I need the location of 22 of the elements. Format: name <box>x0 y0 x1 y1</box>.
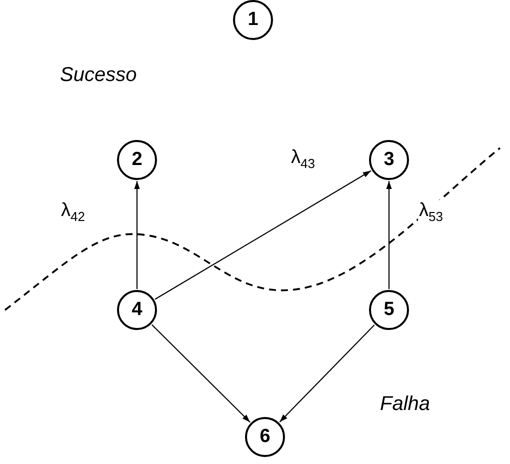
arrow <box>134 181 140 289</box>
region-label: Sucesso <box>60 64 137 87</box>
state-circle <box>117 140 157 180</box>
state-number: 6 <box>260 426 270 448</box>
state-number: 2 <box>132 149 142 171</box>
state-circle <box>369 140 409 180</box>
edge-label: λ$_{53}$ <box>418 200 444 224</box>
state-circle <box>245 417 285 457</box>
arrow <box>279 324 375 422</box>
edge-label: λ$_{42}$ <box>60 200 86 224</box>
state-number: 5 <box>384 299 394 321</box>
state-circle <box>369 290 409 330</box>
state-number: 4 <box>132 299 142 321</box>
state-circle <box>233 0 273 40</box>
arrow <box>154 170 372 300</box>
state-number: 1 <box>248 9 258 31</box>
arrow <box>152 324 250 423</box>
edge-label: λ$_{43}$ <box>290 147 316 171</box>
state-circle <box>117 290 157 330</box>
region-label: Falha <box>380 393 430 416</box>
arrow <box>386 181 392 289</box>
state-number: 3 <box>384 149 394 171</box>
